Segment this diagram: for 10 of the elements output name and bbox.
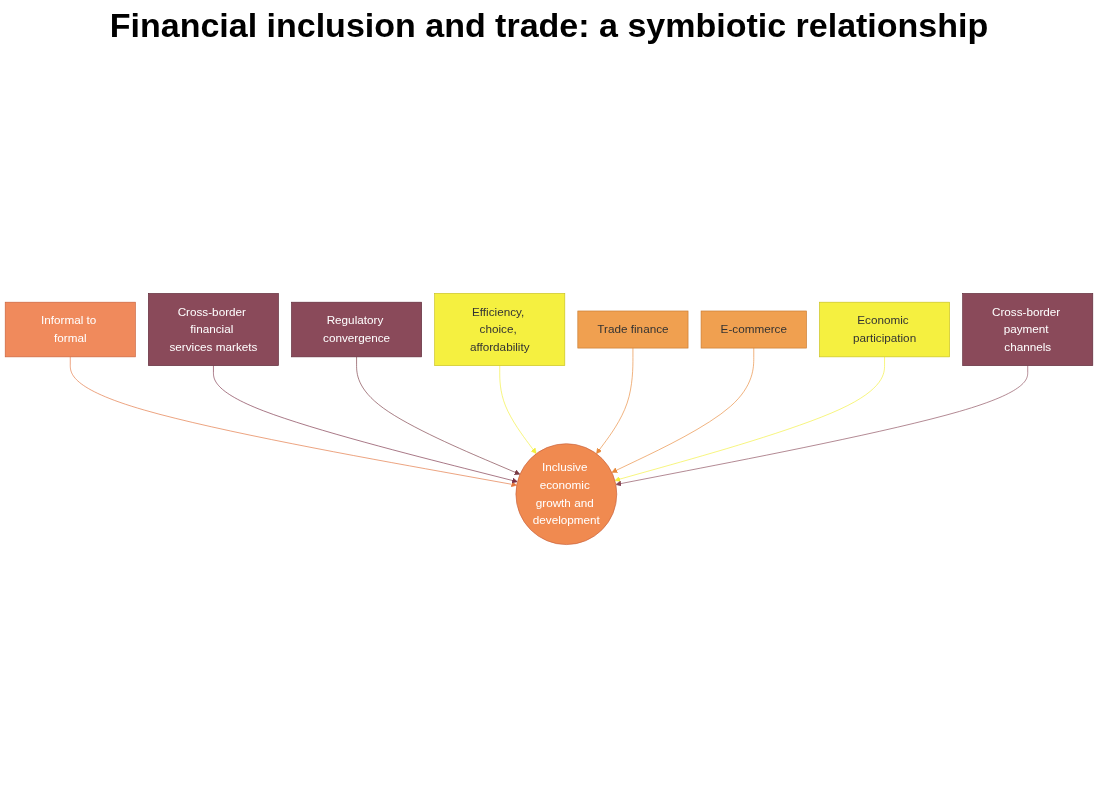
node-box: Regulatory convergence	[291, 301, 422, 358]
node-box: Cross-border payment channels	[962, 293, 1094, 366]
node-box: Economic participation	[819, 301, 950, 358]
diagram-title: Financial inclusion and trade: a symbiotic relationship	[108, 6, 990, 45]
node-box: Efficiency, choice, affordability	[434, 293, 566, 366]
node-box: Informal to formal	[4, 301, 136, 358]
node-circle: Inclusive economic growth and development	[515, 443, 618, 545]
node-box: Cross-border financial services markets	[148, 293, 279, 366]
node-box: Trade finance	[577, 310, 689, 349]
node-box: E-commerce	[700, 310, 807, 349]
